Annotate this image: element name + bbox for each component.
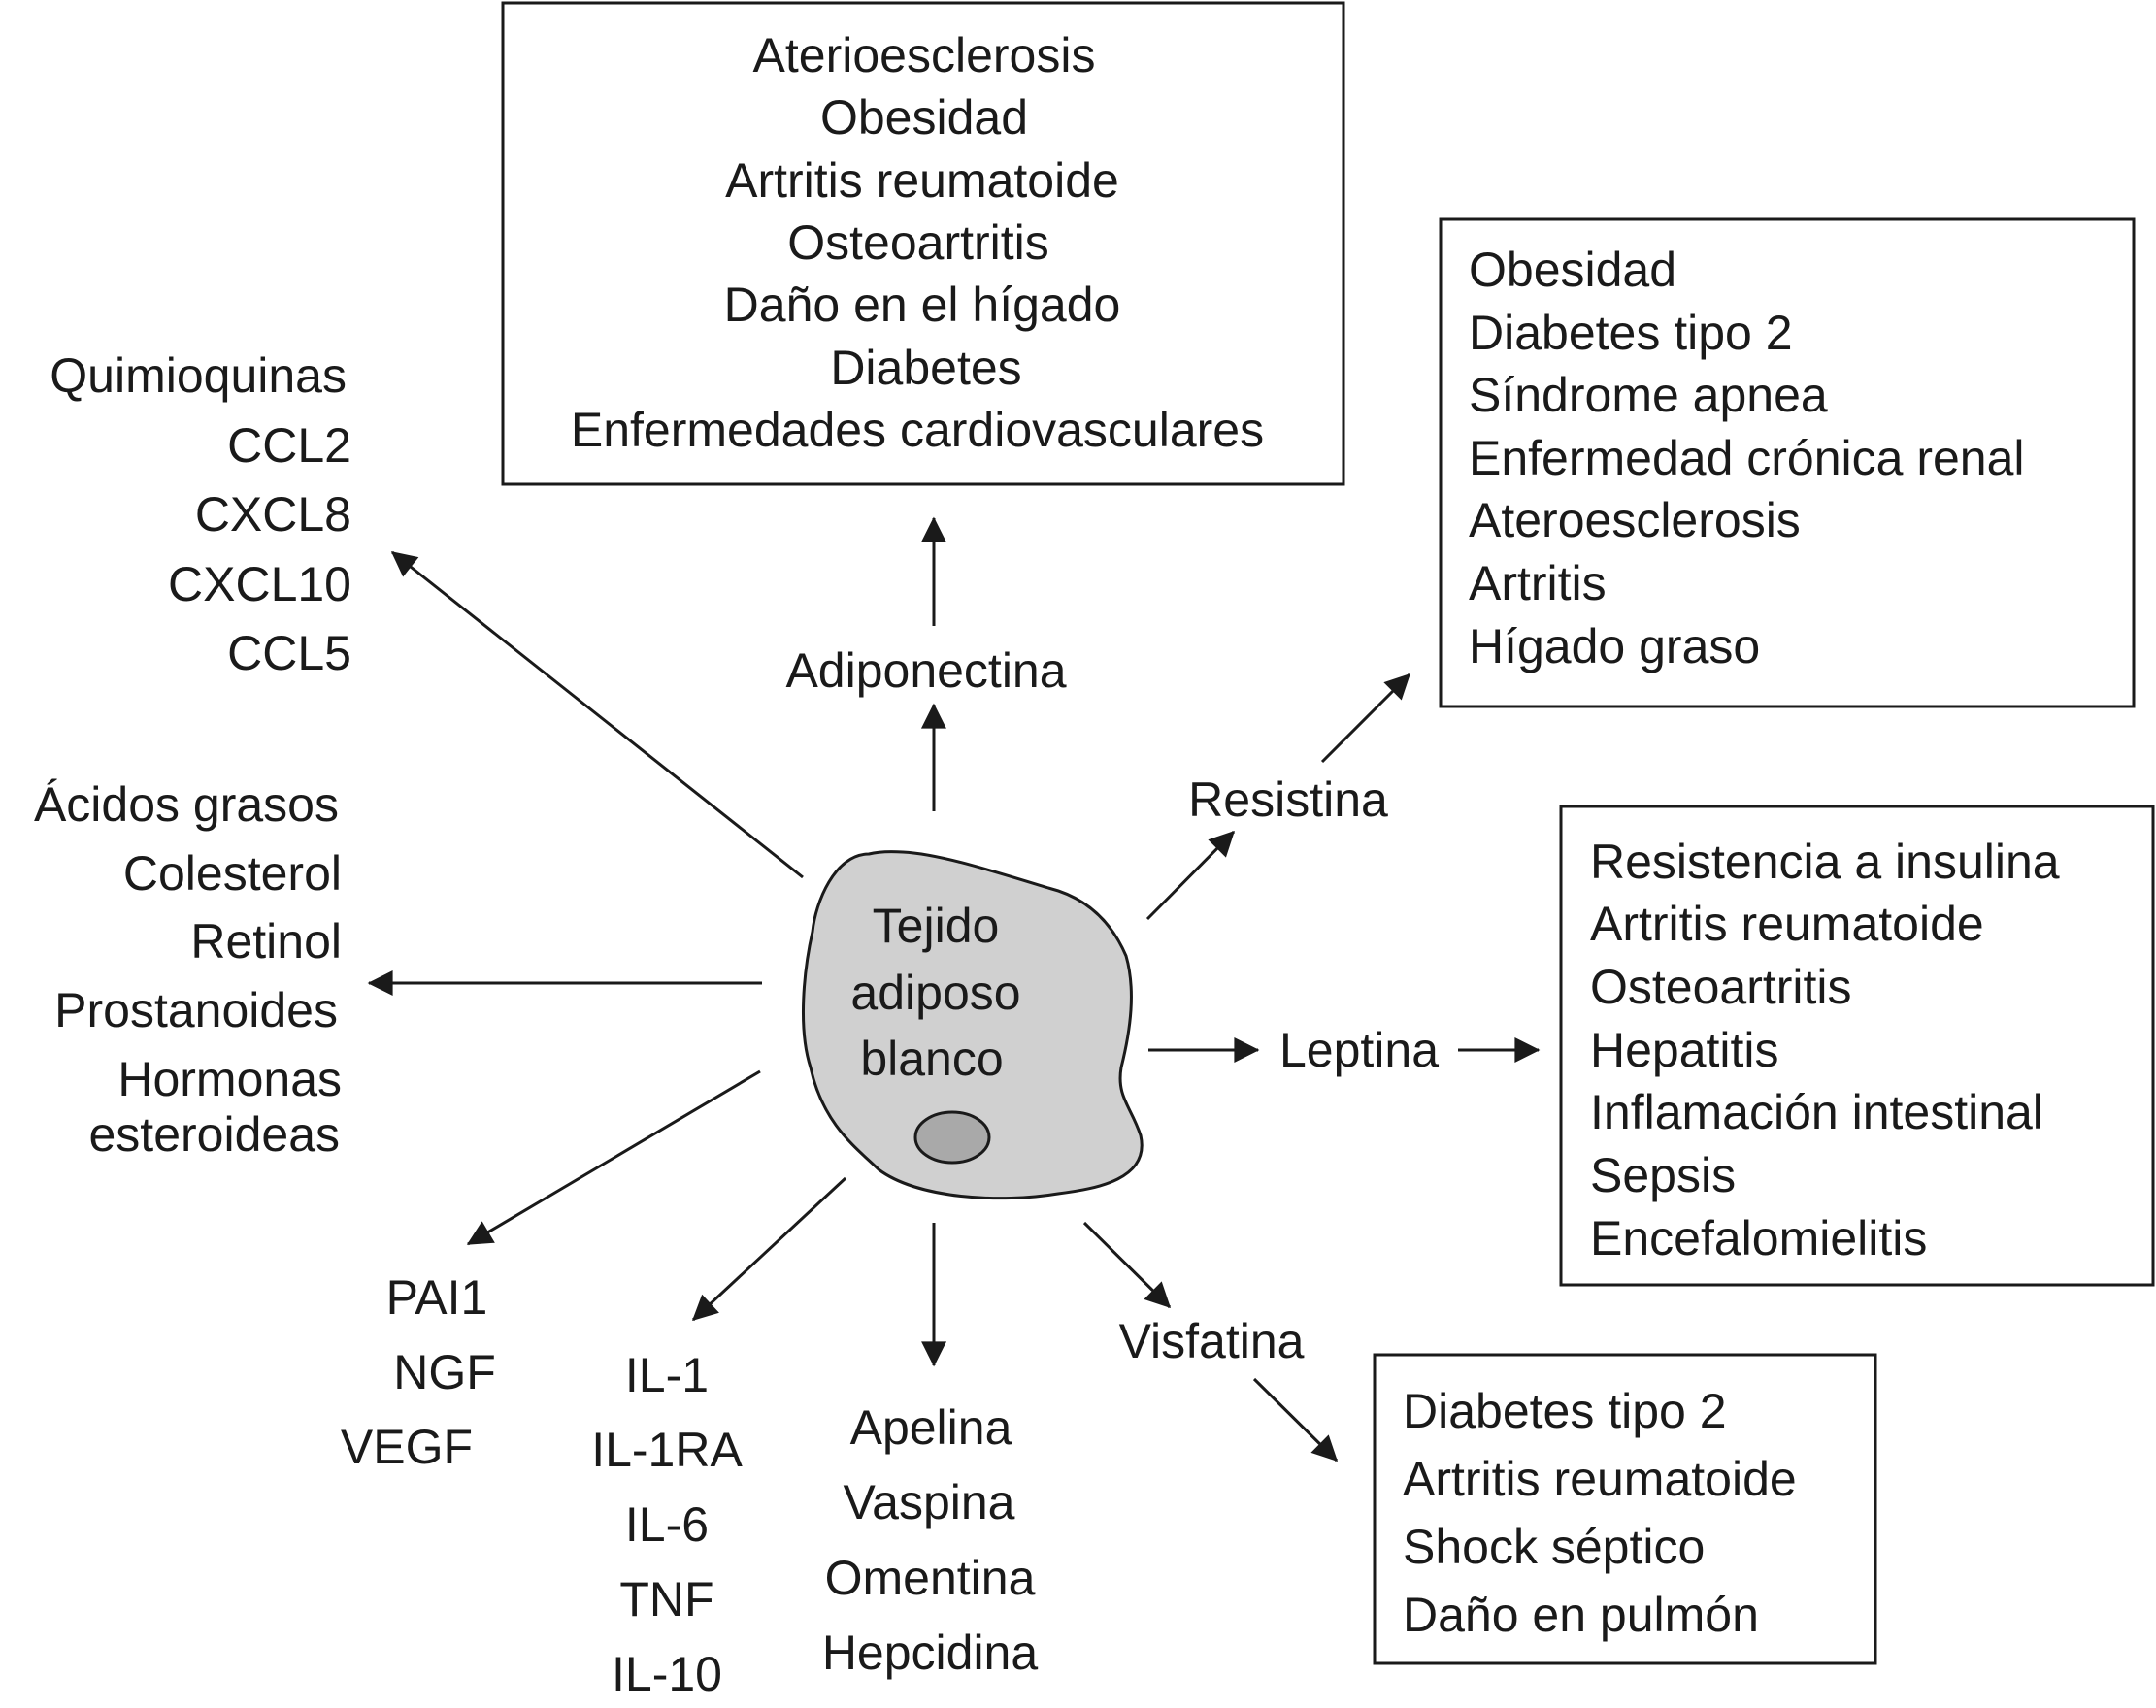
leptina-box-item: Inflamación intestinal bbox=[1590, 1085, 2043, 1139]
resistina-box-item: Síndrome apnea bbox=[1469, 368, 1828, 422]
adiponectina-label: Adiponectina bbox=[785, 643, 1066, 698]
resistina-box-item: Obesidad bbox=[1469, 243, 1676, 297]
top-box-item: Daño en el hígado bbox=[724, 278, 1121, 332]
leptina-box-item: Hepatitis bbox=[1590, 1023, 1779, 1077]
resistina-label: Resistina bbox=[1188, 772, 1388, 827]
interleuquinas-item: IL-6 bbox=[625, 1497, 709, 1552]
otras-item: Vaspina bbox=[844, 1475, 1015, 1529]
leptina-box-item: Artritis reumatoide bbox=[1590, 897, 1984, 951]
top-box-item: Artritis reumatoide bbox=[725, 153, 1119, 208]
cell-nucleus bbox=[913, 1110, 991, 1165]
quimioquinas-item: CCL5 bbox=[227, 626, 351, 680]
lipidos-item: Colesterol bbox=[123, 846, 342, 901]
leptina-disease-box bbox=[1559, 805, 2155, 1287]
quimioquinas-item: CCL2 bbox=[227, 418, 351, 473]
visfatina-label: Visfatina bbox=[1119, 1314, 1305, 1368]
factores-item: NGF bbox=[393, 1345, 496, 1399]
visfatina-box-item: Shock séptico bbox=[1403, 1520, 1705, 1574]
top-box-item: Enfermedades cardiovasculares bbox=[571, 403, 1264, 457]
leptina-box-item: Osteoartritis bbox=[1590, 960, 1852, 1014]
quimioquinas-item: CXCL10 bbox=[168, 557, 351, 611]
leptina-box-item: Encefalomielitis bbox=[1590, 1211, 1927, 1265]
lipidos-item: Retinol bbox=[190, 914, 342, 969]
interleuquinas-item: IL-1RA bbox=[591, 1423, 743, 1477]
otras-item: Hepcidina bbox=[822, 1626, 1039, 1680]
visfatina-box-item: Artritis reumatoide bbox=[1403, 1452, 1797, 1506]
quimioquinas-item: Quimioquinas bbox=[50, 348, 347, 403]
lipidos-item: Prostanoides bbox=[54, 983, 338, 1037]
factores-item: PAI1 bbox=[386, 1270, 488, 1325]
quimioquinas-item: CXCL8 bbox=[195, 487, 351, 542]
top-box-item: Diabetes bbox=[830, 341, 1021, 395]
visfatina-box-item: Daño en pulmón bbox=[1403, 1588, 1759, 1642]
arrow-to-resistina-box bbox=[1320, 673, 1411, 764]
resistina-box-item: Artritis bbox=[1469, 556, 1607, 610]
lipidos-item: Ácidos grasos bbox=[34, 777, 339, 832]
resistina-box-item: Ateroesclerosis bbox=[1469, 493, 1801, 547]
otras-item: Omentina bbox=[825, 1551, 1036, 1605]
top-box-item: Osteoartritis bbox=[787, 215, 1049, 270]
adipose-cell-shape bbox=[801, 850, 1144, 1200]
top-disease-box bbox=[501, 1, 1345, 486]
factores-item: VEGF bbox=[341, 1420, 473, 1474]
resistina-box-item: Enfermedad crónica renal bbox=[1469, 431, 2025, 485]
visfatina-disease-box bbox=[1373, 1353, 1877, 1665]
visfatina-box-item: Diabetes tipo 2 bbox=[1403, 1384, 1727, 1438]
top-box-item: Aterioesclerosis bbox=[753, 28, 1096, 82]
lipidos-item: Hormonas bbox=[117, 1052, 342, 1106]
interleuquinas-item: IL-10 bbox=[612, 1647, 722, 1701]
lipidos-item: esteroideas bbox=[89, 1107, 341, 1162]
otras-item: Apelina bbox=[850, 1400, 1012, 1455]
interleuquinas-item: TNF bbox=[619, 1572, 713, 1626]
center-label-line-1: Tejido bbox=[873, 899, 1000, 953]
arrow-to-factores bbox=[466, 1069, 761, 1246]
leptina-box-item: Resistencia a insulina bbox=[1590, 835, 2060, 889]
resistina-box-item: Hígado graso bbox=[1469, 619, 1760, 673]
interleuquinas-item: IL-1 bbox=[625, 1348, 709, 1402]
resistina-disease-box bbox=[1439, 217, 2136, 708]
leptina-label: Leptina bbox=[1279, 1023, 1439, 1077]
arrow-to-visfatina-box bbox=[1252, 1377, 1339, 1462]
leptina-box-item: Sepsis bbox=[1590, 1148, 1736, 1202]
top-box-item: Obesidad bbox=[820, 90, 1028, 145]
arrow-to-quimioquinas bbox=[390, 550, 804, 879]
resistina-box-item: Diabetes tipo 2 bbox=[1469, 306, 1793, 360]
center-label-line-2: adiposo bbox=[850, 966, 1020, 1020]
arrow-to-resistina bbox=[1145, 830, 1236, 921]
center-label-line-3: blanco bbox=[860, 1032, 1003, 1086]
arrow-to-interleuquinas bbox=[691, 1176, 847, 1322]
arrow-to-visfatina bbox=[1082, 1221, 1172, 1309]
